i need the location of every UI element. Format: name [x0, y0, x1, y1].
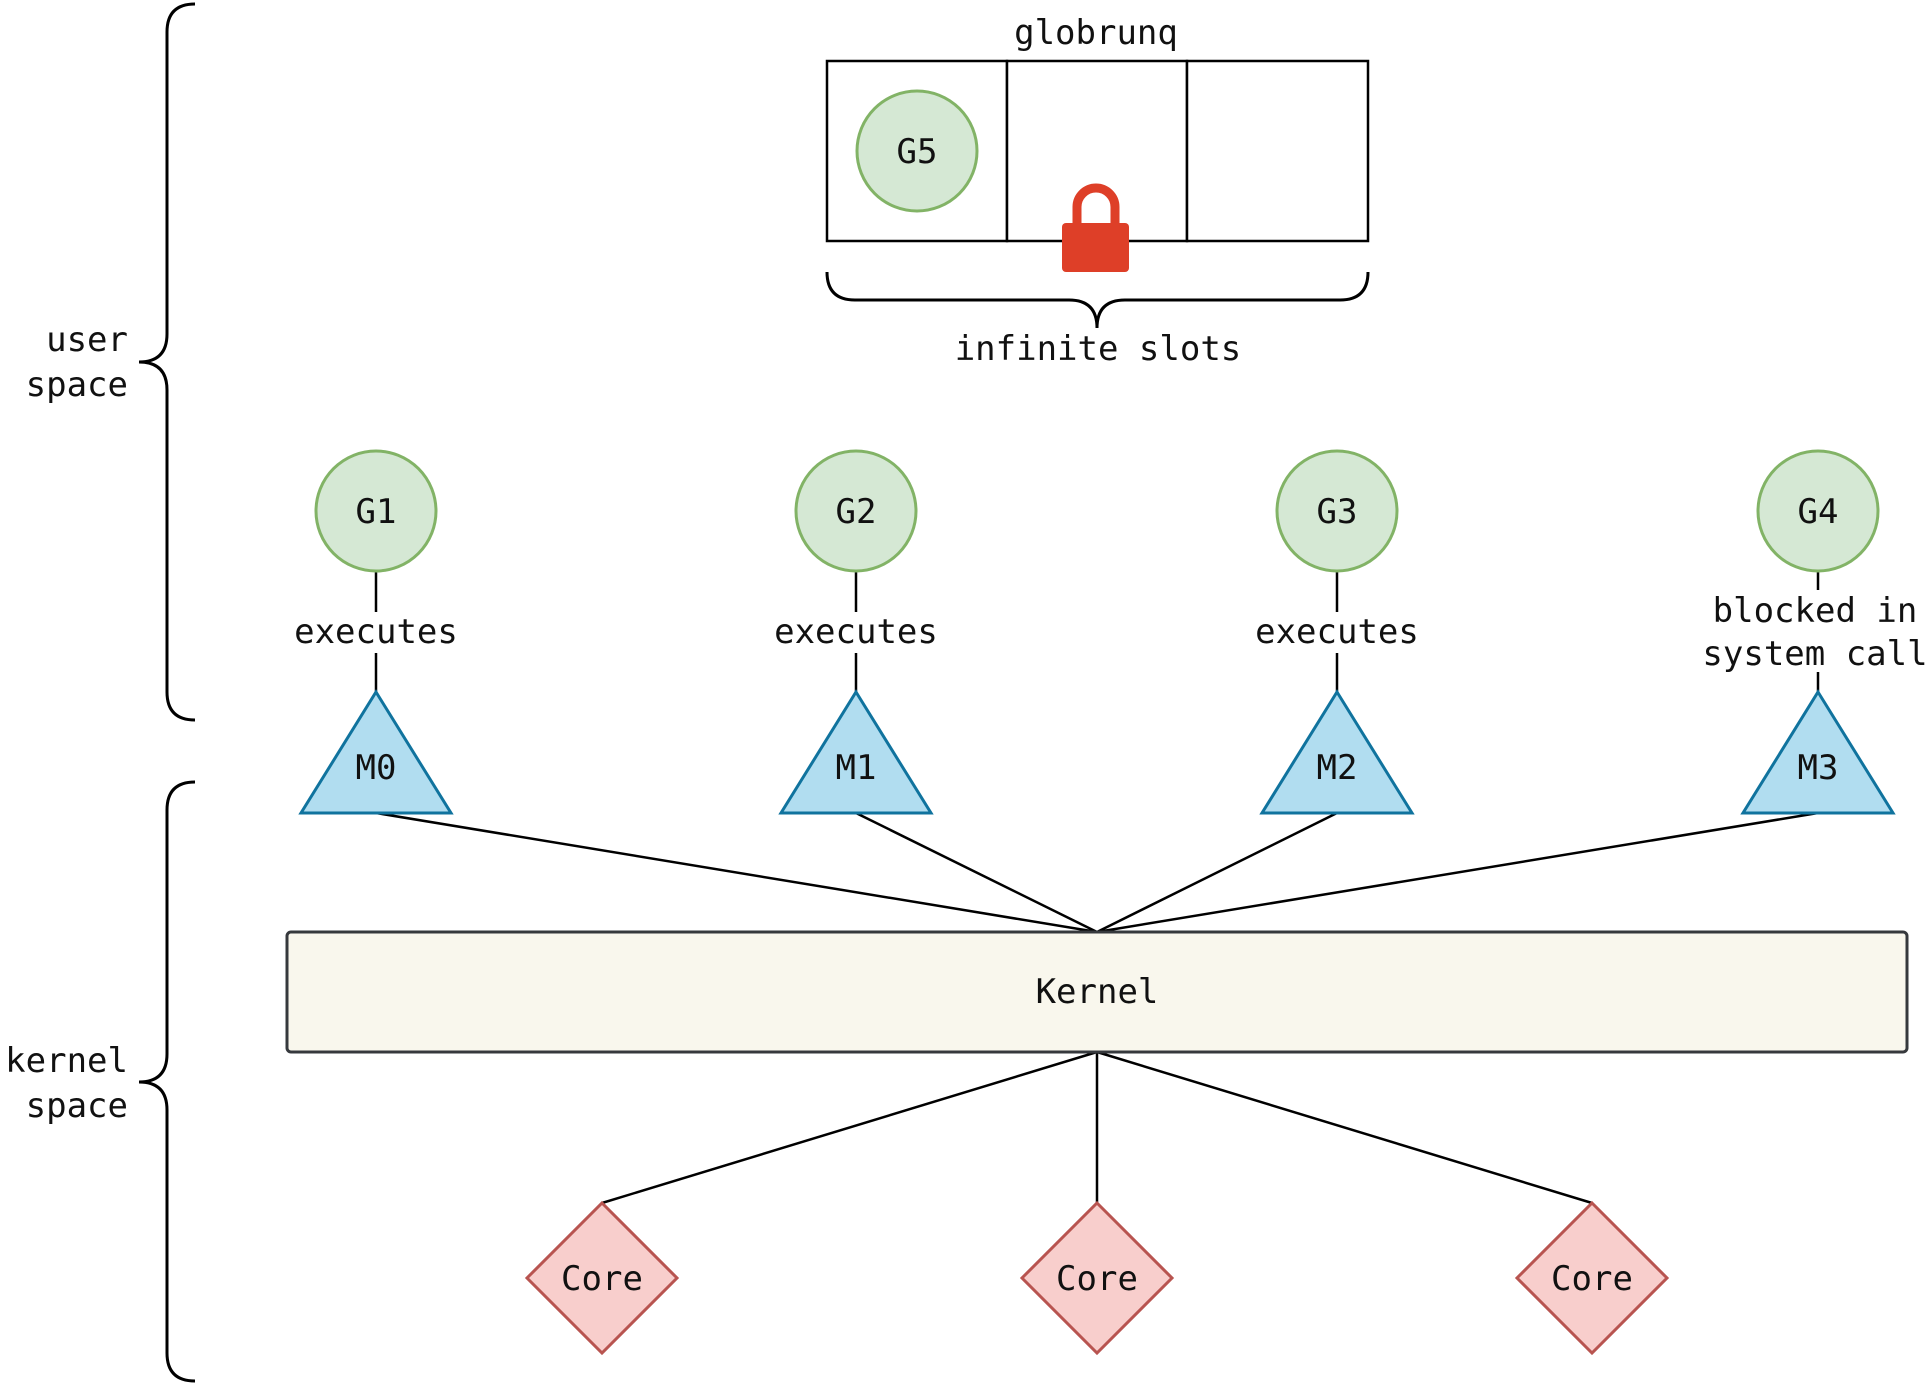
kernel-box: Kernel [285, 930, 1909, 1054]
infinite-slots-brace [825, 271, 1370, 329]
relation-label-g1: executes [294, 612, 458, 652]
infinite-slots-label: infinite slots [955, 329, 1242, 369]
relation-label-g4-line1: blocked in [1713, 591, 1918, 631]
kernel-space-label-line2: space [26, 1086, 128, 1126]
relation-label-g2: executes [774, 612, 938, 652]
goroutine-g1: G1 [314, 449, 438, 573]
thread-m1: M1 [778, 689, 934, 815]
goroutine-g3-label: G3 [1317, 492, 1358, 532]
kernel-space-label-line1: kernel [5, 1041, 128, 1081]
core-3-label: Core [1551, 1259, 1633, 1299]
thread-m3: M3 [1740, 689, 1896, 815]
goroutine-g4: G4 [1756, 449, 1880, 573]
goroutine-g1-label: G1 [356, 492, 397, 532]
thread-m0-label: M0 [356, 748, 397, 788]
core-2-label: Core [1056, 1259, 1138, 1299]
goroutine-g3: G3 [1275, 449, 1399, 573]
thread-kernel-links [375, 811, 1819, 934]
goroutine-g2-label: G2 [836, 492, 877, 532]
user-space-label-line2: space [26, 365, 128, 405]
thread-m1-label: M1 [836, 748, 877, 788]
kernel-label: Kernel [1036, 972, 1159, 1012]
globrunq-slot-2 [1005, 59, 1189, 243]
thread-m0: M0 [298, 689, 454, 815]
relation-label-g4-line2: system call [1702, 634, 1926, 674]
core-1-label: Core [561, 1259, 643, 1299]
user-space-brace [138, 2, 196, 722]
lock-icon [1062, 183, 1129, 272]
kernel-core-links [601, 1050, 1593, 1205]
goroutine-g2: G2 [794, 449, 918, 573]
goroutine-g5 [855, 89, 979, 213]
thread-m2: M2 [1259, 689, 1415, 815]
relation-label-g3: executes [1255, 612, 1419, 652]
thread-m3-label: M3 [1798, 748, 1839, 788]
kernel-space-brace [138, 780, 196, 1383]
goroutine-thread-links [374, 572, 1820, 692]
globrunq-slot-3 [1185, 59, 1370, 243]
thread-m2-label: M2 [1317, 748, 1358, 788]
user-space-label-line1: user [46, 320, 128, 360]
globrunq-title: globrunq [1014, 13, 1178, 53]
goroutine-g4-label: G4 [1798, 492, 1839, 532]
core-1: Core [524, 1200, 680, 1356]
core-2: Core [1019, 1200, 1175, 1356]
goroutine-g5-label: G5 [897, 132, 938, 172]
core-3: Core [1514, 1200, 1670, 1356]
